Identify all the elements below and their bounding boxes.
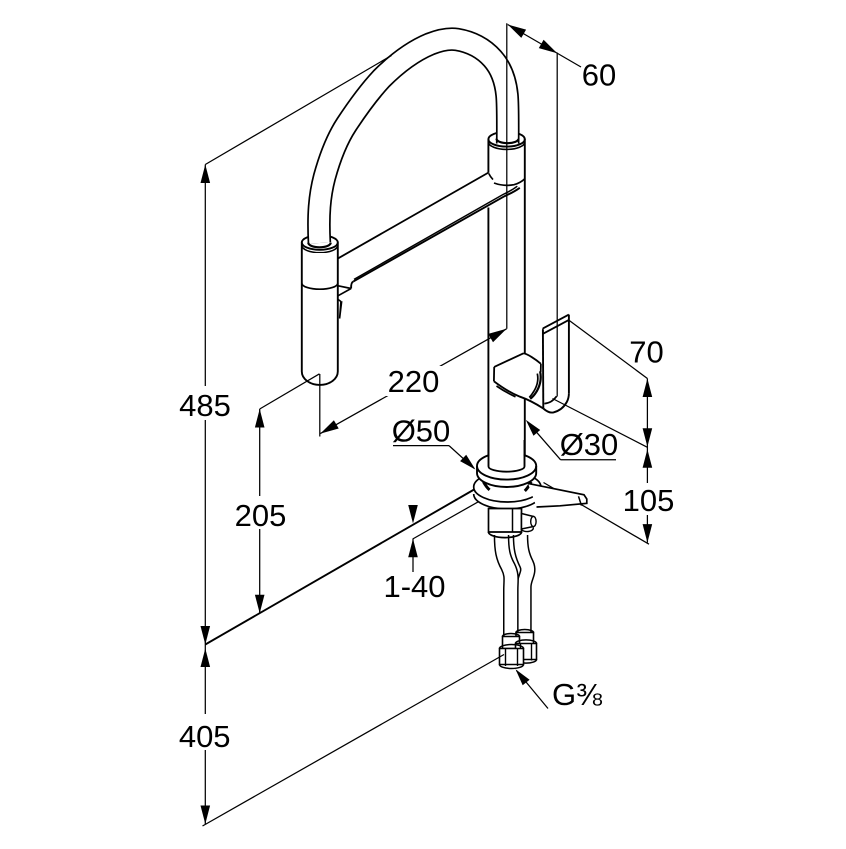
- svg-text:205: 205: [235, 498, 287, 533]
- svg-text:1-40: 1-40: [383, 569, 445, 604]
- svg-text:105: 105: [623, 483, 675, 518]
- svg-text:G⅜: G⅜: [552, 677, 602, 712]
- svg-text:485: 485: [179, 388, 231, 423]
- svg-text:220: 220: [388, 364, 440, 399]
- svg-text:60: 60: [582, 58, 616, 93]
- svg-text:Ø30: Ø30: [560, 427, 619, 462]
- svg-text:405: 405: [179, 719, 231, 754]
- svg-text:Ø50: Ø50: [392, 413, 451, 448]
- svg-text:70: 70: [629, 335, 663, 370]
